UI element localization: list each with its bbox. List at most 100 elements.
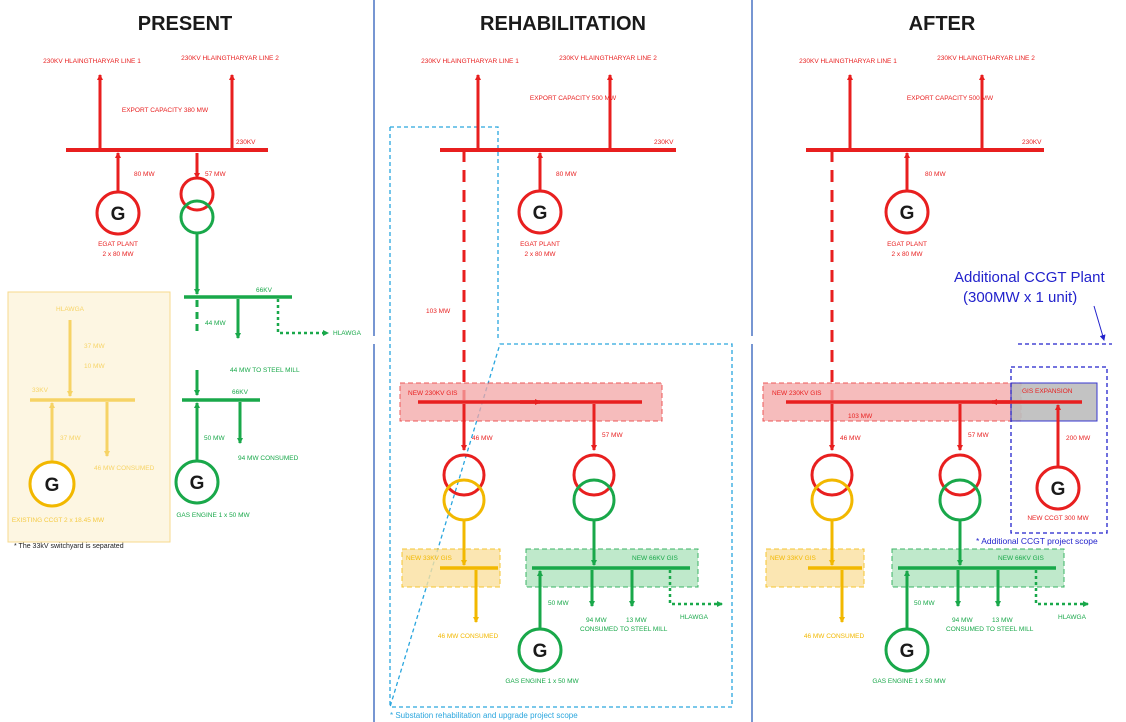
rehab-export-label: EXPORT CAPACITY 500 MW xyxy=(530,95,617,102)
rehab-flow-50: 50 MW xyxy=(548,600,569,607)
rehab-egat-generator xyxy=(517,189,563,235)
after-annotation-arrow xyxy=(1093,305,1106,341)
rehab-flow-46: 46 MW xyxy=(472,435,493,442)
rehab-consumed-94b: CONSUMED xyxy=(580,626,618,633)
rehab-230kv-label: 230KV xyxy=(654,139,674,146)
after-ccgt-scope-note: * Additional CCGT project scope xyxy=(976,536,1098,546)
after-gas-engine-symbol: G xyxy=(900,641,915,662)
after-new-ccgt-symbol: G xyxy=(1051,479,1066,500)
after-gis33-label: NEW 33KV GIS xyxy=(770,555,817,562)
present-flow-80: 80 MW xyxy=(134,171,155,178)
title-present: PRESENT xyxy=(138,13,232,35)
after-hlawga-feeder xyxy=(1034,570,1089,607)
present-steel-label: 44 MW TO STEEL MILL xyxy=(230,367,300,374)
present-230kv-label: 230KV xyxy=(236,139,256,146)
after-consumed-94b: CONSUMED xyxy=(946,626,984,633)
after-annotation-line2: (300MW x 1 unit) xyxy=(963,289,1077,306)
present-hlawga-right-label: HLAWGA xyxy=(333,330,362,337)
after-flow-200: 200 MW xyxy=(1066,435,1091,442)
present-export-label: EXPORT CAPACITY 380 MW xyxy=(122,107,209,114)
rehab-t1-hv xyxy=(442,453,486,497)
rehab-panel: 230KV HLAINGTHARYAR LINE 1 230KV HLAINGT… xyxy=(389,55,733,720)
after-flow-57: 57 MW xyxy=(968,432,989,439)
rehab-hlawga-feeder xyxy=(668,570,723,607)
present-33kv-region xyxy=(7,291,171,543)
rehab-gis230-label: NEW 230KV GIS xyxy=(408,390,458,397)
rehab-egat-units: 2 x 80 MW xyxy=(524,251,556,258)
present-33kv-label: 33KV xyxy=(32,387,49,394)
after-gis66-label: NEW 66KV GIS xyxy=(998,555,1045,562)
after-annotation-line1: Additional CCGT Plant xyxy=(954,269,1105,286)
after-ccgt-scope-outline xyxy=(1010,366,1108,534)
title-after: AFTER xyxy=(909,13,976,35)
after-new-ccgt-generator xyxy=(1035,465,1081,511)
after-t2-hv xyxy=(938,453,982,497)
rehab-line2-label: 230KV HLAINGTHARYAR LINE 2 xyxy=(559,55,657,62)
rehab-gas-engine-symbol: G xyxy=(533,641,548,662)
present-consumed-94: 94 MW CONSUMED xyxy=(238,455,299,462)
after-egat-units: 2 x 80 MW xyxy=(891,251,923,258)
after-steel-a: 13 MW xyxy=(992,617,1013,624)
present-ccgt-label: EXISTING CCGT 2 x 18.45 MW xyxy=(12,517,105,524)
present-gas-engine-label: GAS ENGINE 1 x 50 MW xyxy=(176,512,250,519)
title-rehabilitation: REHABILITATION xyxy=(480,13,646,35)
rehab-scope-outline xyxy=(389,126,733,708)
after-egat-generator xyxy=(884,189,930,235)
present-panel: 230KV HLAINGTHARYAR LINE 1 230KV HLAINGT… xyxy=(7,55,362,550)
present-consumed-46: 46 MW CONSUMED xyxy=(94,465,155,472)
rehab-t2-lv xyxy=(572,478,616,522)
rehab-flow-80: 80 MW xyxy=(556,171,577,178)
image-seam xyxy=(0,336,1126,344)
after-flow-50: 50 MW xyxy=(914,600,935,607)
after-gis-expansion-label: GIS EXPANSION xyxy=(1022,388,1073,395)
after-gis230-label: NEW 230KV GIS xyxy=(772,390,822,397)
after-panel: 230KV HLAINGTHARYAR LINE 1 230KV HLAINGT… xyxy=(762,55,1112,685)
present-egat-generator-symbol: G xyxy=(111,204,126,225)
rehab-t1-lv xyxy=(442,478,486,522)
present-yellow-flow-top: 37 MW xyxy=(84,343,105,350)
after-consumed-94a: 94 MW xyxy=(952,617,973,624)
rehab-steel-a: 13 MW xyxy=(626,617,647,624)
after-hlawga-label: HLAWGA xyxy=(1058,614,1087,621)
present-hlawga-feeder xyxy=(276,299,329,336)
rehab-gas-engine-generator xyxy=(517,627,563,673)
rehab-line1-label: 230KV HLAINGTHARYAR LINE 1 xyxy=(421,58,519,65)
present-hlawga-yellow-label: HLAWGA xyxy=(56,306,85,313)
after-230kv-label: 230KV xyxy=(1022,139,1042,146)
rehab-t2-hv xyxy=(572,453,616,497)
present-transformer-hv xyxy=(179,176,215,212)
present-line1-label: 230KV HLAINGTHARYAR LINE 1 xyxy=(43,58,141,65)
present-66kv-top-label: 66KV xyxy=(256,287,273,294)
after-flow-46: 46 MW xyxy=(840,435,861,442)
rehab-flow-57: 57 MW xyxy=(602,432,623,439)
after-t1-hv xyxy=(810,453,854,497)
present-transformer-lv xyxy=(179,199,215,235)
after-gas-engine-generator xyxy=(884,627,930,673)
rehab-steel-b: TO STEEL MILL xyxy=(620,626,668,633)
present-66kv-bottom-label: 66KV xyxy=(232,389,249,396)
rehab-scope-note: * Substation rehabilitation and upgrade … xyxy=(390,711,578,720)
after-flow-80: 80 MW xyxy=(925,171,946,178)
rehab-egat-name: EGAT PLANT xyxy=(520,241,560,248)
after-gas-engine-label: GAS ENGINE 1 x 50 MW xyxy=(872,678,946,685)
after-line2-label: 230KV HLAINGTHARYAR LINE 2 xyxy=(937,55,1035,62)
present-flow-50: 50 MW xyxy=(204,435,225,442)
present-gas-engine-generator xyxy=(174,459,220,505)
rehab-gas-engine-label: GAS ENGINE 1 x 50 MW xyxy=(505,678,579,685)
present-egat-generator xyxy=(95,190,141,236)
present-ccgt-symbol: G xyxy=(45,475,60,496)
rehab-consumed-94a: 94 MW xyxy=(586,617,607,624)
after-steel-b: TO STEEL MILL xyxy=(986,626,1034,633)
rehab-gis33-label: NEW 33KV GIS xyxy=(406,555,453,562)
after-egat-symbol: G xyxy=(900,203,915,224)
present-egat-units: 2 x 80 MW xyxy=(102,251,134,258)
rehab-flow-103: 103 MW xyxy=(426,308,451,315)
after-consumed-46: 46 MW CONSUMED xyxy=(804,633,865,640)
present-33kv-faded-group: HLAWGA 37 MW 10 MW 33KV 37 MW 46 MW CONS… xyxy=(30,306,155,472)
present-gas-engine-symbol: G xyxy=(190,473,205,494)
after-flow-103: 103 MW xyxy=(848,413,873,420)
rehab-egat-symbol: G xyxy=(533,203,548,224)
after-new-ccgt-label: NEW CCGT 300 MW xyxy=(1027,515,1089,522)
present-egat-name: EGAT PLANT xyxy=(98,241,138,248)
